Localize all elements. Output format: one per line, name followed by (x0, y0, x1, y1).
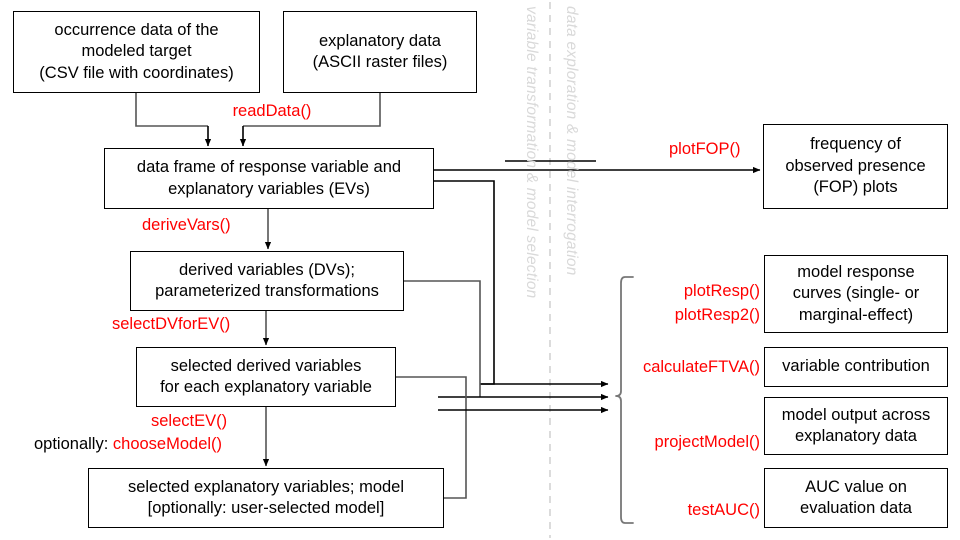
node-line: (ASCII raster files) (312, 53, 448, 71)
function-label-calculateFTVA: calculateFTVA() (627, 357, 760, 377)
edge-selectedDV-to-interrogation (396, 376, 467, 410)
node-line: marginal-effect) (798, 305, 914, 324)
function-prefix: optionally: (34, 435, 113, 453)
edge-occurrence-to-dataframe (135, 93, 208, 127)
node-derived-variables: derived variables (DVs); parameterized t… (130, 251, 404, 311)
node-line: data frame of response variable and (136, 158, 402, 177)
node-model-output: model output across explanatory data (764, 397, 948, 455)
function-label-plotResp2: plotResp2() (655, 305, 760, 325)
phase-caption-variable-transformation: variable transformation & model selectio… (523, 6, 540, 299)
node-line: for each explanatory variable (160, 378, 372, 396)
function-name: plotResp2() (674, 306, 760, 324)
node-line: model output across (781, 405, 931, 424)
node-occurrence-data: occurrence data of the modeled target (C… (13, 11, 260, 93)
edge-dataframe-to-interrogation (434, 180, 495, 385)
node-line: AUC value on (805, 477, 907, 496)
node-data-frame: data frame of response variable and expl… (104, 148, 434, 209)
node-line: selected derived variables (170, 356, 362, 375)
node-line: (CSV file with coordinates) (39, 63, 234, 82)
node-variable-contribution: variable contribution (764, 347, 948, 387)
node-line: modeled target (81, 42, 192, 61)
function-name: plotFOP() (669, 140, 741, 158)
node-line: (FOP) plots (813, 178, 898, 197)
node-selected-derived-variables: selected derived variables for each expl… (136, 347, 396, 407)
function-label-plotFOP: plotFOP() (669, 139, 741, 159)
node-line: variable contribution (782, 357, 930, 376)
node-model-response-curves: model response curves (single- or margin… (764, 255, 948, 333)
node-fop-plots: frequency of observed presence (FOP) plo… (763, 124, 948, 209)
function-name: testAUC() (687, 501, 760, 519)
output-group-brace (615, 276, 634, 524)
function-name: selectEV() (151, 412, 228, 430)
node-line: explanatory data (794, 427, 917, 445)
node-explanatory-data: explanatory data (ASCII raster files) (283, 11, 477, 93)
function-label-selectDVforEV: selectDVforEV() (112, 314, 230, 334)
node-line: model response (797, 262, 915, 281)
node-line: curves (single- or (792, 284, 920, 303)
node-line: explanatory variables (EVs) (168, 179, 370, 198)
node-line: selected explanatory variables; model (127, 477, 405, 496)
function-label-testAUC: testAUC() (673, 500, 760, 520)
node-line: occurrence data of the (54, 20, 219, 39)
function-name: plotResp() (683, 282, 760, 300)
edge-selectedEV-to-interrogation (444, 410, 467, 499)
function-label-deriveVars: deriveVars() (142, 215, 231, 235)
edge-derived-to-interrogation (404, 280, 481, 397)
function-name: calculateFTVA() (642, 358, 760, 376)
function-name: selectDVforEV() (112, 315, 231, 333)
function-label-projectModel: projectModel() (650, 432, 760, 452)
node-line: frequency of (810, 135, 901, 154)
function-name: deriveVars() (142, 216, 231, 234)
node-line: observed presence (785, 156, 926, 175)
function-name: readData() (232, 102, 312, 120)
function-label-readData: readData() (212, 101, 332, 121)
node-auc-value: AUC value on evaluation data (764, 468, 948, 528)
function-name: chooseModel() (112, 435, 223, 453)
function-label-selectEV: selectEV() (151, 411, 227, 431)
node-line: evaluation data (800, 499, 912, 517)
node-line: explanatory data (318, 31, 441, 50)
phase-caption-data-exploration: data exploration & model interrogation (563, 6, 580, 276)
node-selected-explanatory-variables: selected explanatory variables; model [o… (88, 468, 444, 528)
function-label-chooseModel: optionally: chooseModel() (34, 434, 222, 454)
function-name: projectModel() (654, 433, 760, 451)
node-line: parameterized transformations (155, 282, 379, 300)
node-line: derived variables (DVs); (178, 260, 356, 279)
function-label-plotResp: plotResp() (666, 281, 760, 301)
node-line: [optionally: user-selected model] (147, 499, 385, 517)
